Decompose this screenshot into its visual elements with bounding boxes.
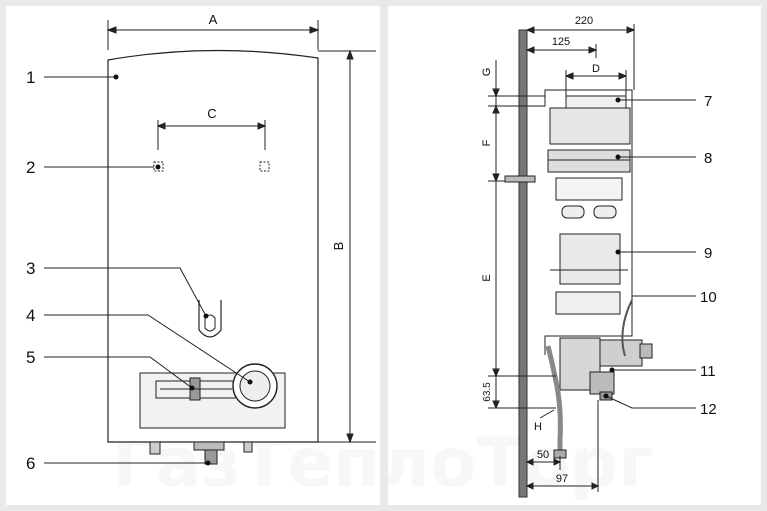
- dim-e-label: E: [481, 274, 493, 281]
- combustion-chamber: [555, 177, 623, 201]
- dim-d-label: D: [592, 63, 600, 75]
- arrow: [106, 26, 117, 34]
- dim-125-label: 125: [552, 36, 570, 48]
- callout-2: 2: [26, 158, 35, 177]
- arrow: [492, 104, 500, 114]
- dim-50-label: 50: [537, 449, 549, 461]
- leader-12: [605, 395, 696, 409]
- wall-hook: [504, 175, 536, 183]
- coil-left: [561, 205, 585, 219]
- bottom-connection-right: [243, 441, 253, 453]
- front-view: [44, 20, 376, 465]
- dim-b-label: B: [331, 242, 346, 251]
- bottom-connection-center: [193, 441, 225, 451]
- mounting-hole-right: [259, 161, 270, 172]
- arrow: [156, 122, 166, 130]
- dim-h-label: H: [534, 421, 542, 433]
- flex-hose: [545, 345, 563, 452]
- callout-5: 5: [26, 348, 35, 367]
- gas-valve-knob: [639, 343, 653, 359]
- dim-220-label: 220: [575, 15, 593, 27]
- heat-exchanger: [549, 107, 631, 145]
- arrow: [626, 26, 636, 34]
- callout-9: 9: [704, 245, 712, 262]
- lower-unit: [555, 291, 621, 315]
- callout-11: 11: [700, 363, 716, 380]
- dim-a-label: A: [209, 12, 218, 27]
- callout-7: 7: [704, 93, 712, 110]
- wall-plate: [518, 29, 528, 498]
- callout-8: 8: [704, 150, 712, 167]
- coil-right: [593, 205, 617, 219]
- dim-63-label: 63.5: [482, 382, 493, 402]
- arrow: [591, 482, 600, 490]
- arrow: [309, 26, 320, 34]
- arrow: [525, 26, 535, 34]
- temperature-knob-center: [239, 370, 271, 402]
- dim-97-label: 97: [556, 473, 568, 485]
- front-leader-dots: [113, 74, 253, 466]
- leader-5: [44, 356, 193, 389]
- arrow: [492, 400, 500, 410]
- callout-1: 1: [26, 68, 35, 87]
- callout-3: 3: [26, 259, 35, 278]
- arrow: [553, 458, 562, 466]
- leader-4: [44, 314, 251, 383]
- dim-c-label: C: [207, 106, 216, 121]
- arrow: [618, 72, 628, 80]
- flame-window: [198, 300, 222, 338]
- callout-10: 10: [700, 289, 717, 306]
- arrow: [492, 88, 500, 98]
- arrow: [257, 122, 267, 130]
- gas-valve-body: [599, 339, 643, 367]
- bottom-connection-left: [149, 441, 161, 455]
- dim-g-label: G: [481, 68, 493, 77]
- callout-6: 6: [26, 454, 35, 473]
- arrow: [564, 72, 574, 80]
- leader-h: [539, 409, 555, 419]
- arrow: [492, 173, 500, 183]
- water-unit: [559, 233, 621, 285]
- arrow: [525, 46, 535, 54]
- side-view: [488, 24, 696, 498]
- arrow: [346, 433, 354, 444]
- arrow: [588, 46, 598, 54]
- callout-12: 12: [700, 401, 717, 418]
- pipe-10: [621, 299, 633, 357]
- dim-f-label: F: [481, 139, 493, 146]
- leader-3: [44, 267, 207, 317]
- arrow: [525, 482, 534, 490]
- arrow: [346, 49, 354, 60]
- arrow: [525, 458, 534, 466]
- side-leader-dots: [603, 97, 621, 399]
- gas-connector: [589, 371, 615, 395]
- callout-4: 4: [26, 306, 35, 325]
- burner: [547, 149, 631, 173]
- arrow: [492, 368, 500, 378]
